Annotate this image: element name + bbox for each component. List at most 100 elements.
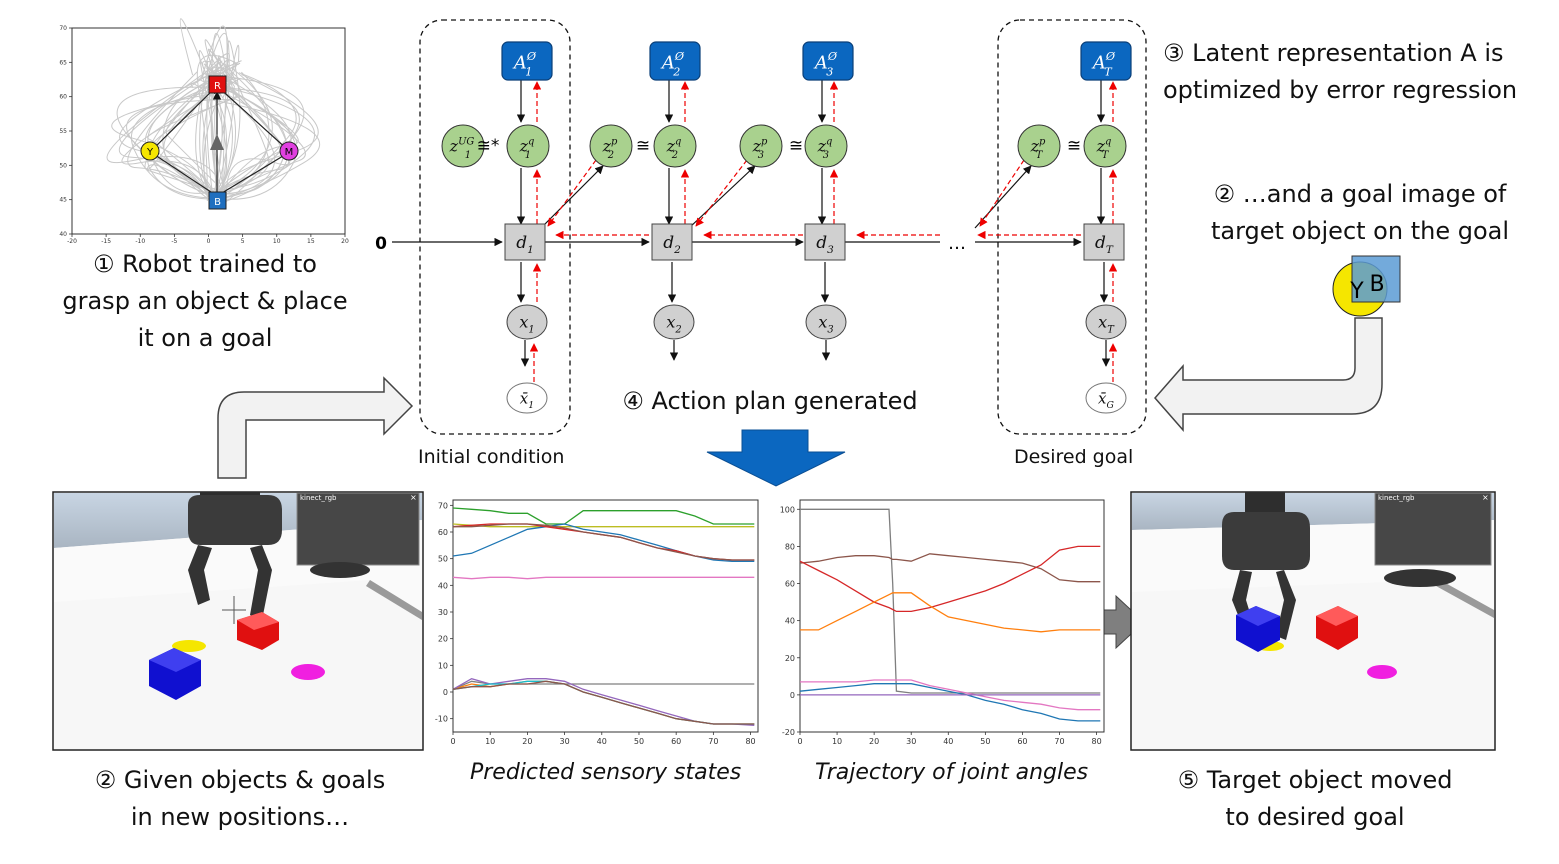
training-trajectory <box>212 64 270 197</box>
posterior-z-node <box>804 124 848 168</box>
training-trajectory <box>200 25 228 191</box>
step3-caption-line2: optimized by error regression <box>1163 76 1518 104</box>
y-tick-label: 0 <box>790 691 795 700</box>
training-trajectory <box>147 72 221 200</box>
y-tick-label: 80 <box>785 542 795 551</box>
y-tick-label: 60 <box>785 580 795 589</box>
ellipsis-label: … <box>948 233 966 254</box>
sim-window-close-icon-2: × <box>1482 493 1489 502</box>
x-tick-label: 70 <box>1054 737 1064 746</box>
training-trajectory <box>203 63 291 197</box>
red-object-marker <box>208 75 227 94</box>
x-tick-label: 20 <box>522 737 532 746</box>
sensory-x-node <box>805 304 847 340</box>
y-tick-label: 30 <box>438 608 448 617</box>
training-x-tick: 15 <box>307 238 315 245</box>
training-trajectory <box>106 60 224 193</box>
series-line-6 <box>799 683 1101 722</box>
y-tick-label: 70 <box>438 501 448 510</box>
congruent-star-symbol-1: ≅* <box>477 136 500 156</box>
training-trajectory <box>205 65 284 202</box>
series-line-1 <box>800 508 1101 694</box>
training-trajectory <box>126 98 236 201</box>
sensory-x-node <box>1085 304 1127 340</box>
x-tick-label: 20 <box>869 737 879 746</box>
y-tick-label: 10 <box>438 661 448 670</box>
training-x-tick: -10 <box>135 238 145 245</box>
congruent-symbol-2: ≅ <box>636 136 650 156</box>
initial-condition-label: Initial condition <box>418 446 565 468</box>
training-x-tick: 20 <box>341 238 349 245</box>
step3-caption: ③ Latent representation A is optimized b… <box>1163 35 1517 109</box>
step5-caption-line1: ⑤ Target object moved <box>1177 766 1453 794</box>
plan-arrow-down-icon <box>706 429 846 487</box>
blue-object-marker <box>208 191 227 210</box>
y-tick-label: 0 <box>443 688 448 697</box>
x-tick-label: 70 <box>708 737 718 746</box>
target-x-node <box>1085 382 1127 414</box>
training-y-tick: 70 <box>59 25 67 32</box>
x-tick-label: 60 <box>1017 737 1027 746</box>
training-trajectory <box>196 77 306 200</box>
sim-window-title: kinect_rgb <box>300 494 337 502</box>
target-x-label: x̄G <box>1098 389 1114 411</box>
zero-input-label: 0 <box>375 234 387 254</box>
step2b-caption: ② …and a goal image of target object on … <box>1180 176 1540 250</box>
step2a-caption: ② Given objects & goals in new positions… <box>60 762 420 836</box>
y-tick-label: 20 <box>438 635 448 644</box>
step4-caption: ④ Action plan generated <box>622 387 918 415</box>
x-tick-label: 30 <box>906 737 916 746</box>
deterministic-d-label: dT <box>1095 233 1114 256</box>
series-line-5 <box>453 523 755 561</box>
deterministic-d-node <box>651 223 693 261</box>
training-trajectory <box>118 64 225 199</box>
prior-z-node <box>589 124 633 168</box>
x-tick-label: 30 <box>559 737 569 746</box>
training-trajectory <box>163 76 234 202</box>
step2b-caption-line1: ② …and a goal image of <box>1213 180 1507 208</box>
goal-paths <box>151 85 289 197</box>
step1-caption-line1: ① Robot trained to <box>93 250 317 278</box>
deterministic-d-label: d3 <box>816 233 834 256</box>
congruent-symbol-t: ≅ <box>1067 136 1081 156</box>
training-trajectory <box>119 60 242 198</box>
deterministic-d-node <box>804 223 846 261</box>
y-tick-label: -10 <box>435 715 448 724</box>
latent-a-node <box>1080 41 1132 81</box>
step2a-caption-line2: in new positions… <box>130 803 350 831</box>
latent-a-node <box>802 41 854 81</box>
sim-window-title-2: kinect_rgb <box>1378 494 1415 502</box>
blue-object-label: B <box>214 197 221 208</box>
y-tick-label: 50 <box>438 555 448 564</box>
x-tick-label: 80 <box>745 737 755 746</box>
training-trajectory <box>121 78 240 197</box>
start-arrow-icon <box>210 134 224 150</box>
training-trajectory <box>216 44 240 195</box>
predicted-states-caption: Predicted sensory states <box>470 760 742 785</box>
y-tick-label: 20 <box>785 654 795 663</box>
sensory-x-label: x1 <box>519 313 534 336</box>
y-tick-label: 100 <box>780 505 795 514</box>
sensory-x-node <box>506 304 548 340</box>
x-tick-label: 10 <box>832 737 842 746</box>
step3-caption-line1: ③ Latent representation A is <box>1163 39 1504 67</box>
congruent-symbol-3: ≅ <box>789 136 803 156</box>
flow-arrow-right-icon <box>1154 317 1383 432</box>
training-x-tick: -5 <box>171 238 177 245</box>
training-x-tick: -20 <box>67 238 77 245</box>
latent-a-node <box>649 41 701 81</box>
training-trajectory <box>144 60 227 195</box>
joint-trajectory-caption: Trajectory of joint angles <box>815 760 1089 785</box>
series-line-4 <box>800 592 1101 633</box>
